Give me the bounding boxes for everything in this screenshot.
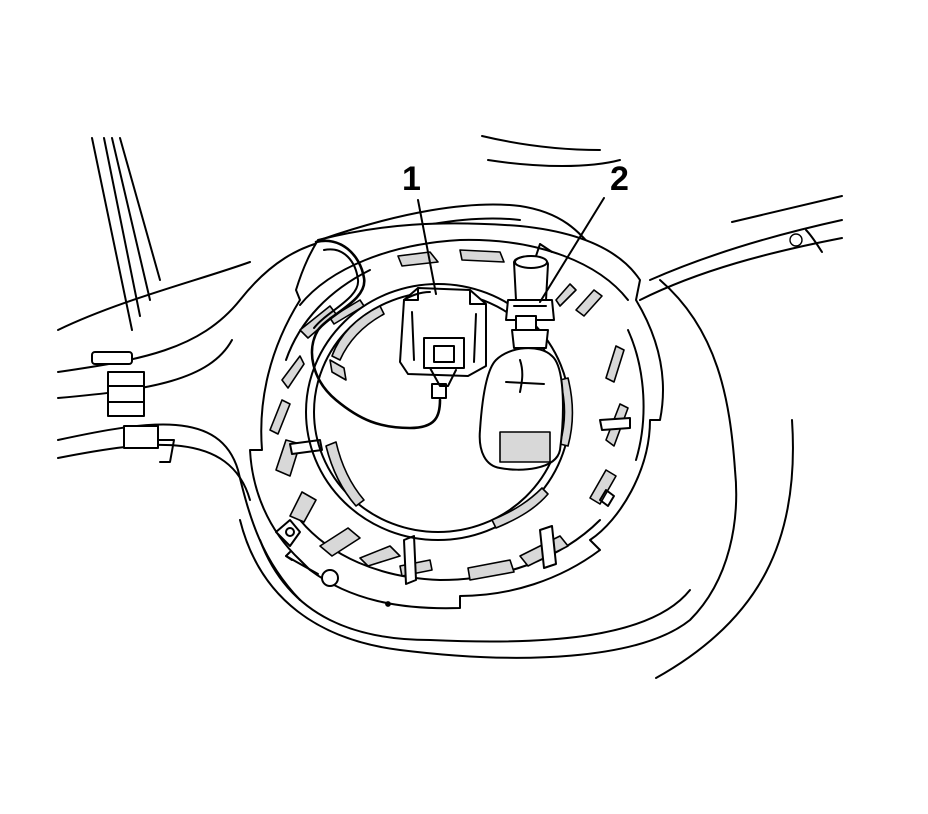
ring-tabs: [269, 249, 631, 585]
fuel-line-connector: [478, 243, 564, 471]
callout-1: 1: [402, 160, 421, 198]
lock-ring: [249, 222, 664, 610]
callout-2: 2: [610, 160, 629, 198]
electrical-connector: [399, 287, 487, 387]
fasteners: [275, 489, 615, 607]
harness-clip-left: [91, 351, 175, 463]
leader-line-2: [539, 197, 605, 303]
wire-harness: [310, 239, 447, 430]
leader-line-1: [417, 199, 437, 295]
callout-leaders: [417, 197, 605, 303]
